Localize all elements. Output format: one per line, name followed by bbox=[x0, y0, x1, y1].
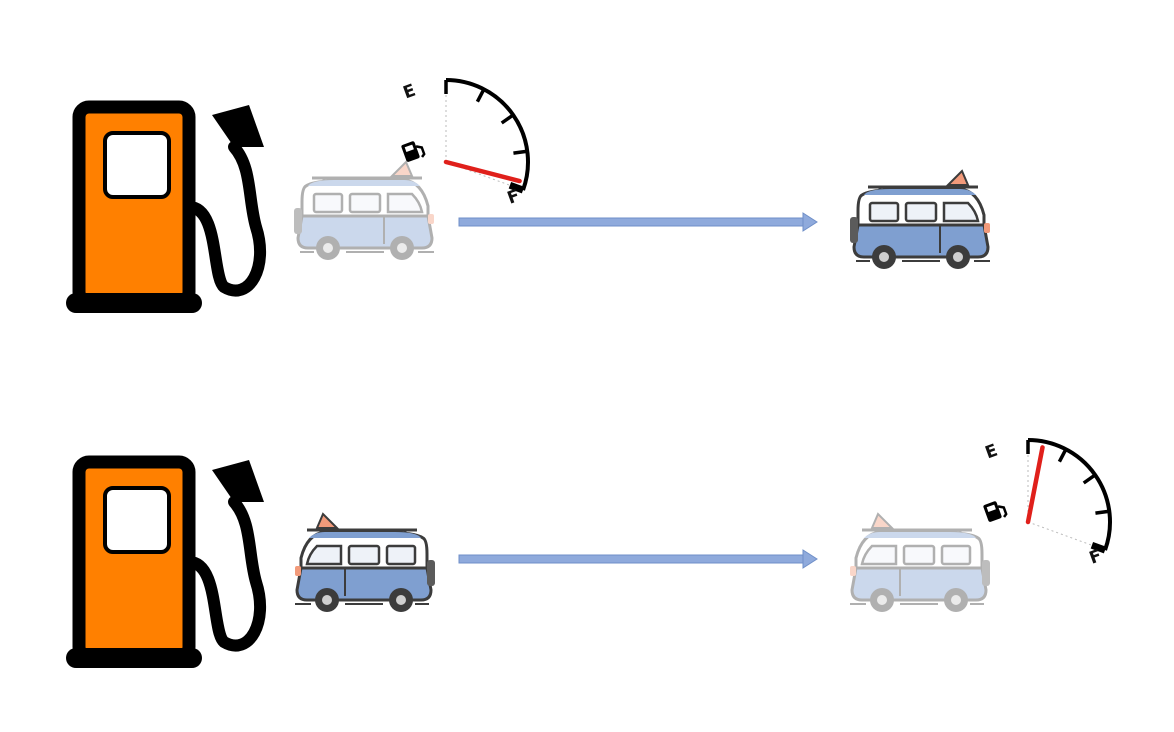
gauge-needle bbox=[443, 159, 522, 184]
gauge-empty-label: E bbox=[983, 441, 1001, 464]
gauge-tick bbox=[513, 149, 528, 155]
fuel-gauge: EF bbox=[981, 438, 1112, 569]
fuel-pump-icon bbox=[981, 497, 1009, 524]
van-icon-end bbox=[848, 169, 992, 271]
gauge-tick bbox=[1090, 541, 1107, 554]
fuel-gauge: EF bbox=[399, 78, 530, 209]
gauge-tick bbox=[508, 181, 525, 194]
gauge-tick bbox=[475, 88, 486, 103]
gauge-needle bbox=[1025, 445, 1045, 525]
fuel-pump-icon bbox=[399, 137, 427, 164]
fuel-pump-icon bbox=[66, 460, 264, 668]
gauge-tick bbox=[500, 113, 515, 125]
van-icon-start bbox=[293, 512, 437, 614]
gauge-tick bbox=[1095, 509, 1110, 515]
gauge-guide bbox=[1027, 521, 1106, 551]
gauge-tick bbox=[1082, 473, 1097, 485]
van-icon-end bbox=[848, 512, 992, 614]
arrow-top bbox=[458, 212, 818, 232]
van-icon-start bbox=[292, 160, 436, 262]
gauge-tick bbox=[1057, 448, 1068, 463]
gauge-guide bbox=[445, 161, 524, 191]
fuel-pump-icon bbox=[66, 105, 264, 313]
gauge-empty-label: E bbox=[401, 81, 419, 104]
arrow-bottom bbox=[458, 549, 818, 569]
